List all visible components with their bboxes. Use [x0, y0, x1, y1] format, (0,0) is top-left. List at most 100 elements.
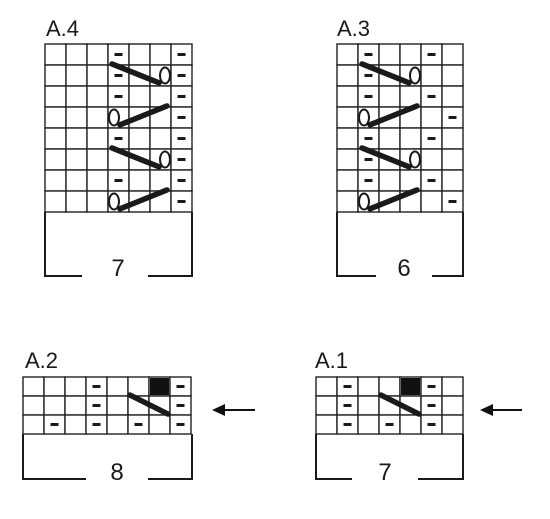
chart-cell [65, 148, 88, 171]
chart-cell [128, 127, 151, 150]
purl-symbol [114, 53, 123, 56]
chart-cell [357, 395, 380, 416]
chart-cell [420, 106, 443, 129]
chart-a3-label: A.3 [337, 16, 370, 41]
chart-cell [441, 169, 464, 192]
cable-bar [367, 187, 420, 212]
twist-loop-symbol [108, 192, 120, 211]
chart-cell [336, 106, 359, 129]
twist-loop-symbol [358, 108, 370, 127]
chart-cell [22, 414, 45, 435]
purl-symbol [177, 53, 186, 56]
no-stitch-square [150, 378, 169, 395]
purl-symbol [364, 179, 373, 182]
purl-symbol [177, 137, 186, 140]
chart-a4-label: A.4 [46, 16, 79, 41]
chart-cell [65, 190, 88, 213]
cable-bar [117, 103, 170, 128]
chart-a3-stitch-count: 6 [397, 255, 410, 282]
cable-bar [109, 145, 162, 170]
cable-bar [109, 61, 162, 86]
chart-a2-label: A.2 [25, 348, 58, 373]
chart-cell [336, 169, 359, 192]
chart-cell [86, 106, 109, 129]
purl-symbol [176, 385, 185, 388]
purl-symbol [92, 385, 101, 388]
purl-symbol [427, 423, 436, 426]
purl-symbol [176, 404, 185, 407]
row-direction-arrow-a1 [480, 404, 522, 416]
purl-symbol [427, 385, 436, 388]
twist-loop-symbol [409, 150, 421, 169]
chart-cell [336, 64, 359, 87]
purl-symbol [114, 95, 123, 98]
purl-symbol [134, 423, 143, 426]
chart-a4-bracket [44, 212, 193, 277]
chart-cell [22, 395, 45, 416]
chart-cell [86, 64, 109, 87]
chart-cell [441, 43, 464, 66]
chart-cell [420, 190, 443, 213]
purl-symbol [343, 385, 352, 388]
chart-cell [336, 43, 359, 66]
purl-symbol [385, 423, 394, 426]
twist-loop-symbol [409, 66, 421, 85]
no-stitch-square [401, 378, 420, 395]
purl-symbol [364, 158, 373, 161]
purl-symbol [177, 116, 186, 119]
chart-cell [336, 148, 359, 171]
chart-cell [315, 414, 338, 435]
purl-symbol [343, 404, 352, 407]
chart-a1-stitch-count: 7 [378, 459, 391, 486]
chart-cell [357, 414, 380, 435]
chart-cell [106, 414, 129, 435]
chart-cell [106, 395, 129, 416]
purl-symbol [92, 423, 101, 426]
chart-cell [149, 127, 172, 150]
chart-cell [65, 43, 88, 66]
chart-cell [378, 127, 401, 150]
chart-cell [44, 64, 67, 87]
purl-symbol [364, 74, 373, 77]
chart-cell [378, 85, 401, 108]
purl-symbol [427, 404, 436, 407]
chart-cell [65, 106, 88, 129]
chart-cell [336, 85, 359, 108]
twist-loop-symbol [159, 150, 171, 169]
purl-symbol [343, 423, 352, 426]
purl-symbol [448, 200, 457, 203]
chart-cell [86, 169, 109, 192]
chart-cell [86, 127, 109, 150]
purl-symbol [114, 74, 123, 77]
chart-cell [399, 43, 422, 66]
chart-cell [378, 169, 401, 192]
chart-cell [106, 376, 129, 397]
chart-cell [44, 190, 67, 213]
chart-cell [44, 43, 67, 66]
cable-bar [367, 103, 420, 128]
chart-cell [44, 148, 67, 171]
chart-cell [43, 395, 66, 416]
chart-cell [65, 169, 88, 192]
chart-a2-stitch-count: 8 [110, 459, 123, 486]
purl-symbol [364, 95, 373, 98]
chart-a2: A.2 8 [22, 348, 255, 486]
purl-symbol [364, 53, 373, 56]
purl-symbol [427, 137, 436, 140]
chart-cell [441, 64, 464, 87]
chart-cell [65, 85, 88, 108]
chart-cell [22, 376, 45, 397]
purl-symbol [176, 423, 185, 426]
chart-cell [315, 376, 338, 397]
purl-symbol [427, 53, 436, 56]
purl-symbol [448, 116, 457, 119]
purl-symbol [177, 95, 186, 98]
purl-symbol [177, 200, 186, 203]
chart-cell [315, 395, 338, 416]
chart-a4: A.4 7 [44, 16, 193, 282]
chart-cell [128, 85, 151, 108]
row-direction-arrow-a2 [212, 404, 255, 416]
chart-cell [357, 376, 380, 397]
chart-cell [441, 148, 464, 171]
